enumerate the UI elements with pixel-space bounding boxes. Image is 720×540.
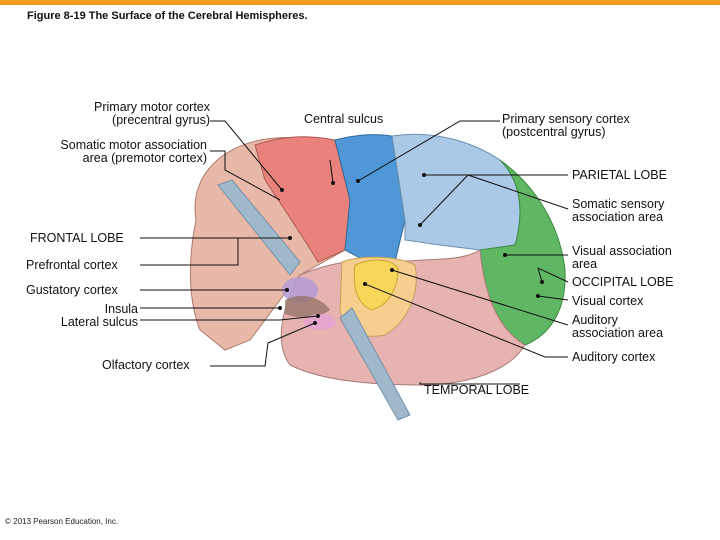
auditory-cortex-region: [353, 259, 399, 311]
label-line: area (premotor cortex): [82, 151, 207, 165]
accent-bar: [0, 0, 720, 5]
label-line: Primary motor cortex: [94, 100, 210, 114]
insula-region: [285, 295, 330, 318]
gustatory-region: [282, 277, 318, 303]
label-parietal-lobe: PARIETAL LOBE: [572, 168, 667, 182]
parietal-association-region: [391, 133, 521, 251]
label-prefrontal: Prefrontal cortex: [26, 258, 118, 272]
label-central-sulcus: Central sulcus: [304, 112, 384, 126]
label-primary-motor: Primary motor cortex (precentral gyrus): [40, 101, 210, 127]
label-visual-assoc: Visual association area: [572, 245, 672, 271]
label-line: area: [572, 257, 598, 271]
label-line: Auditory: [572, 313, 618, 327]
olfactory-region: [304, 314, 336, 330]
label-frontal-lobe: FRONTAL LOBE: [30, 231, 124, 245]
label-line: Visual association: [572, 244, 672, 258]
leader-lines: [140, 120, 569, 385]
primary-sensory-region: [334, 134, 406, 263]
label-olfactory: Olfactory cortex: [102, 358, 190, 372]
sulcus-strip-lower: [339, 307, 411, 421]
label-somatic-sensory-assoc: Somatic sensory association area: [572, 198, 664, 224]
figure-title: Figure 8-19 The Surface of the Cerebral …: [27, 10, 308, 22]
leader-dots: [278, 173, 544, 325]
label-line: Primary sensory cortex: [502, 112, 630, 126]
label-line: Somatic sensory: [572, 197, 665, 211]
label-occipital-lobe: OCCIPITAL LOBE: [572, 275, 674, 289]
label-auditory-assoc: Auditory association area: [572, 314, 663, 340]
label-line: Somatic motor association: [60, 138, 207, 152]
label-primary-sensory: Primary sensory cortex (postcentral gyru…: [502, 113, 630, 139]
label-lateral-sulcus: Lateral sulcus: [60, 315, 138, 329]
label-insula: Insula: [104, 302, 138, 316]
label-temporal-lobe: TEMPORAL LOBE: [424, 383, 530, 397]
label-visual-cortex: Visual cortex: [572, 294, 644, 308]
copyright-notice: © 2013 Pearson Education, Inc.: [5, 517, 119, 526]
label-somatic-motor-assoc: Somatic motor association area (premotor…: [10, 139, 207, 165]
label-line: association area: [572, 326, 664, 340]
label-line: (precentral gyrus): [112, 113, 210, 127]
label-line: association area: [572, 210, 664, 224]
label-auditory-cortex: Auditory cortex: [572, 350, 656, 364]
sulcus-strip: [217, 179, 301, 276]
label-gustatory: Gustatory cortex: [26, 283, 118, 297]
label-line: (postcentral gyrus): [502, 125, 606, 139]
